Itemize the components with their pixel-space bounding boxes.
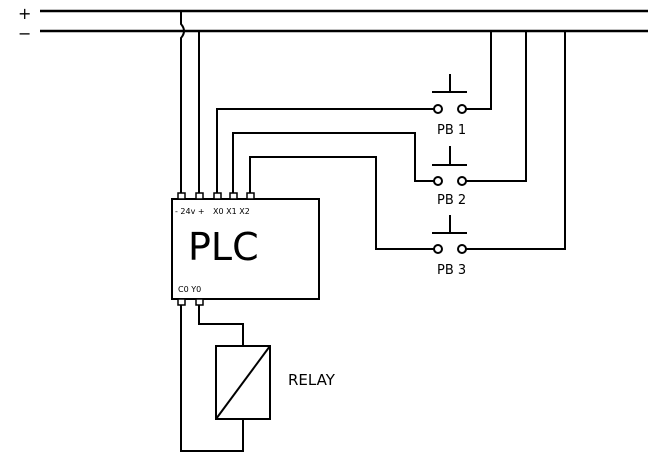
positive-feed-wire [180,11,185,194]
plc-terminal-y0 [195,298,204,306]
x0-wire [216,108,438,194]
pb1-contact-right [457,104,467,114]
plc-output-terminal-label: C0 Y0 [178,285,201,294]
pushbutton-pb1: PB 1 [432,74,467,138]
pb1-return-wire [462,31,492,110]
y0-to-relay-wire [198,305,244,346]
output-wiring [180,305,244,452]
relay-coil: RELAY [215,345,336,420]
pb1-contact-left [433,104,443,114]
relay-label: RELAY [288,371,336,389]
pb1-label: PB 1 [437,123,466,138]
pb3-return-wire [462,31,566,250]
pb3-label: PB 3 [437,263,466,278]
plc-terminal-c0 [177,298,186,306]
plc-terminal-pos [195,192,204,200]
plc-terminal-x0 [213,192,222,200]
pushbutton-pb2: PB 2 [432,146,467,208]
plc-block: - 24v + X0 X1 X2 PLC C0 Y0 [171,192,320,306]
pb2-contact-left [433,176,443,186]
pushbutton-pb3: PB 3 [432,215,467,278]
pb2-label: PB 2 [437,193,466,208]
plc-terminal-x2 [246,192,255,200]
plc-terminal-x1 [229,192,238,200]
plc-box [171,198,320,300]
pb2-contact-right [457,176,467,186]
pb3-contact-left [433,244,443,254]
plc-title: PLC [188,225,259,269]
return-wiring [462,31,566,250]
x1-wire [232,132,438,194]
relay-coil-diagonal [215,345,271,420]
pb3-contact-right [457,244,467,254]
c0-to-relay-wire [180,305,244,452]
positive-rail-label: + [18,4,31,23]
supply-rails: + − [18,4,648,43]
input-wiring [216,108,438,250]
plc-terminal-neg [177,192,186,200]
plc-power-terminal-label: - 24v + [175,207,205,216]
plc-power-wires [180,11,200,194]
pb2-return-wire [462,31,527,182]
negative-rail-label: − [18,24,31,43]
plc-input-terminal-label: X0 X1 X2 [213,207,250,216]
x2-wire [249,156,438,250]
